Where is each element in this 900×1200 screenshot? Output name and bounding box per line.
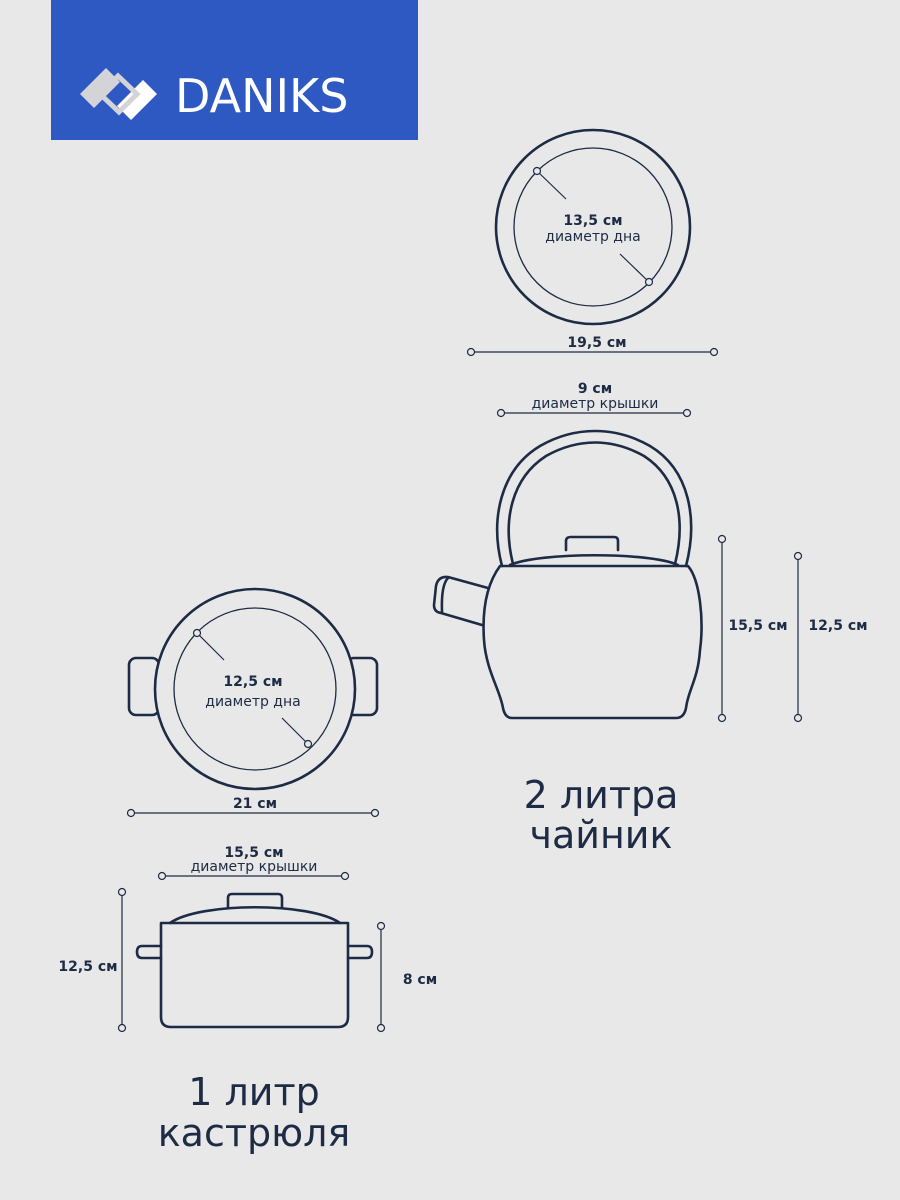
logo-mark-icon <box>80 68 157 120</box>
pot-width: 21 см <box>233 796 277 812</box>
pot-lid-diameter: 15,5 см <box>224 845 283 861</box>
pot-name: кастрюля <box>158 1111 351 1155</box>
pot-side-view: 15,5 см диаметр крышки 12,5 см 8 см 1 ли… <box>58 845 437 1155</box>
kettle-side-view: 9 см диаметр крышки 15,5 см 12,5 см 2 ли… <box>432 381 868 857</box>
kettle-height-total: 15,5 см <box>728 618 787 634</box>
pot-bottom-diameter: 12,5 см <box>223 674 282 690</box>
kettle-width: 19,5 см <box>567 335 626 351</box>
kettle-drawing-icon <box>432 429 703 720</box>
kettle-height-body: 12,5 см <box>808 618 867 634</box>
kettle-top-view: 13,5 см диаметр дна 19,5 см <box>466 128 719 357</box>
kettle-bottom-diameter: 13,5 см <box>563 213 622 229</box>
pot-lid-label: диаметр крышки <box>191 859 318 875</box>
logo-text: DANIKS <box>175 69 348 123</box>
pot-height-total: 12,5 см <box>58 959 117 975</box>
kettle-volume: 2 литра <box>524 773 679 817</box>
pot-drawing-icon <box>135 892 374 1029</box>
pot-bottom-label: диаметр дна <box>205 694 300 710</box>
kettle-lid-label: диаметр крышки <box>532 396 659 412</box>
kettle-bottom-label: диаметр дна <box>545 229 640 245</box>
kettle-lid-diameter: 9 см <box>578 381 612 397</box>
brand-logo: DANIKS <box>51 0 418 140</box>
pot-volume: 1 литр <box>188 1070 320 1114</box>
pot-top-view: 12,5 см диаметр дна 21 см <box>126 587 380 818</box>
kettle-name: чайник <box>530 813 673 857</box>
pot-height-body: 8 см <box>403 972 437 988</box>
